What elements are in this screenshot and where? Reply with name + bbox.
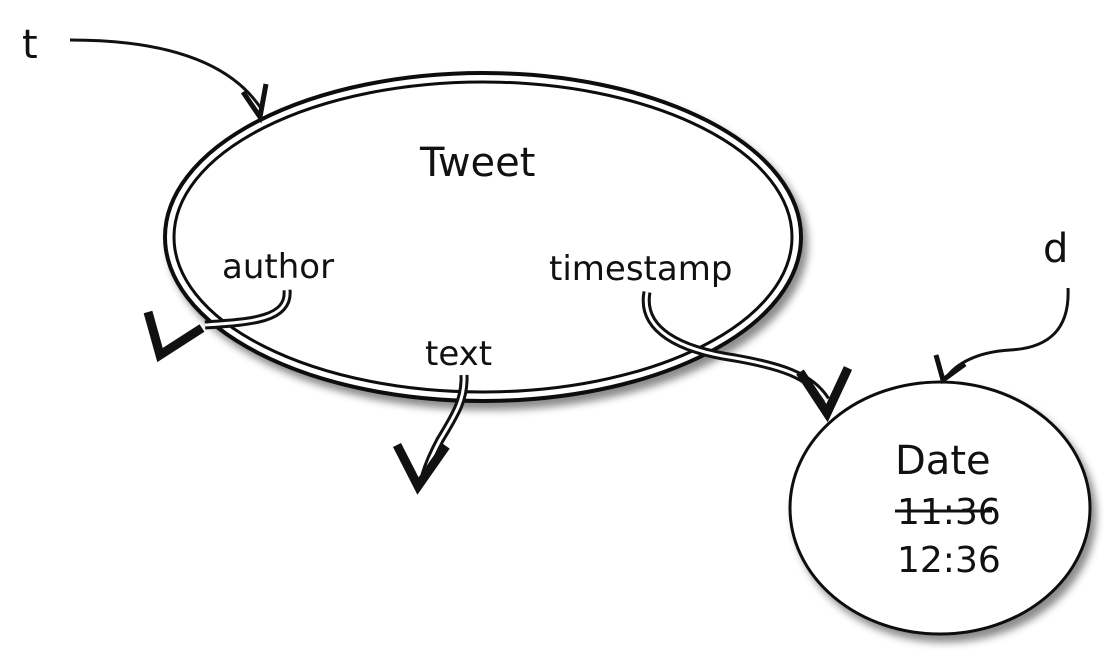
tweet-object [163,71,803,403]
arrow-timestamp-to-date [641,291,853,423]
variable-t-label: t [22,22,38,68]
variable-d-label: d [1043,226,1068,272]
date-title: Date [895,438,991,484]
tweet-ellipse-inner [172,80,794,394]
arrow-d-to-date [933,287,1070,385]
date-ellipse [788,380,1092,636]
date-new-value: 12:36 [897,540,1001,581]
tweet-title: Tweet [419,140,535,186]
arrow-t-to-tweet [69,38,269,124]
arrow-author-ref [143,289,292,363]
field-text-label: text [425,334,492,374]
tweet-ellipse-outer [163,71,803,403]
field-author-label: author [222,247,334,287]
arrow-text-ref [392,374,469,495]
field-timestamp-label: timestamp [549,249,732,289]
date-object [788,380,1092,636]
